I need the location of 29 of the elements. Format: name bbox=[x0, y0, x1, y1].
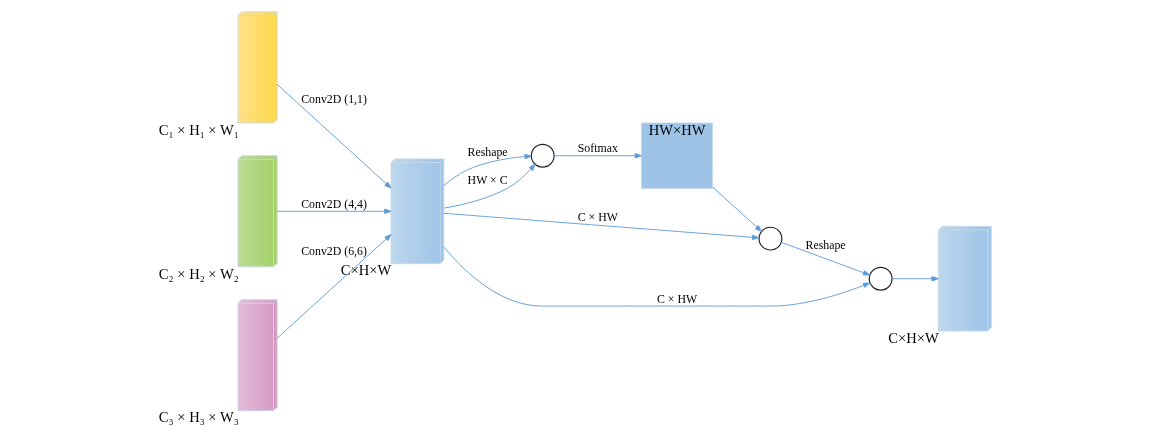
edge-label: Softmax bbox=[577, 141, 618, 156]
node-circle bbox=[757, 226, 782, 251]
edge-label: C × HW bbox=[577, 209, 618, 224]
edge-label: Conv2D (1,1) bbox=[300, 92, 367, 107]
node-label: C×H×W bbox=[340, 262, 391, 279]
edge-label: Reshape bbox=[467, 145, 508, 160]
node-label: C×H×W bbox=[887, 329, 939, 346]
arrow bbox=[276, 234, 391, 339]
arrow bbox=[891, 276, 939, 282]
node-circle bbox=[868, 266, 893, 291]
node-label: C₁ × H₁ × W₁ bbox=[158, 121, 239, 138]
arrow bbox=[711, 186, 762, 232]
node-box: HW×HW bbox=[640, 122, 713, 189]
node-circle bbox=[530, 143, 555, 168]
arrow bbox=[553, 153, 642, 159]
arrow bbox=[443, 153, 532, 186]
arrow bbox=[780, 241, 870, 276]
edge-label: Conv2D (6,6) bbox=[300, 244, 367, 259]
node-label: C₂ × H₂ × W₂ bbox=[158, 265, 239, 282]
arrow bbox=[442, 246, 870, 307]
arrow bbox=[442, 212, 759, 240]
edge-label: C × HW bbox=[656, 291, 697, 306]
arrow bbox=[276, 84, 391, 189]
arrow bbox=[276, 208, 391, 214]
edge-label: HW × C bbox=[467, 173, 508, 188]
node-label: C₃ × H₃ × W₃ bbox=[158, 409, 239, 426]
edge-label: Reshape bbox=[805, 238, 846, 253]
edge-label: Conv2D (4,4) bbox=[300, 197, 367, 212]
arrow bbox=[443, 163, 535, 209]
